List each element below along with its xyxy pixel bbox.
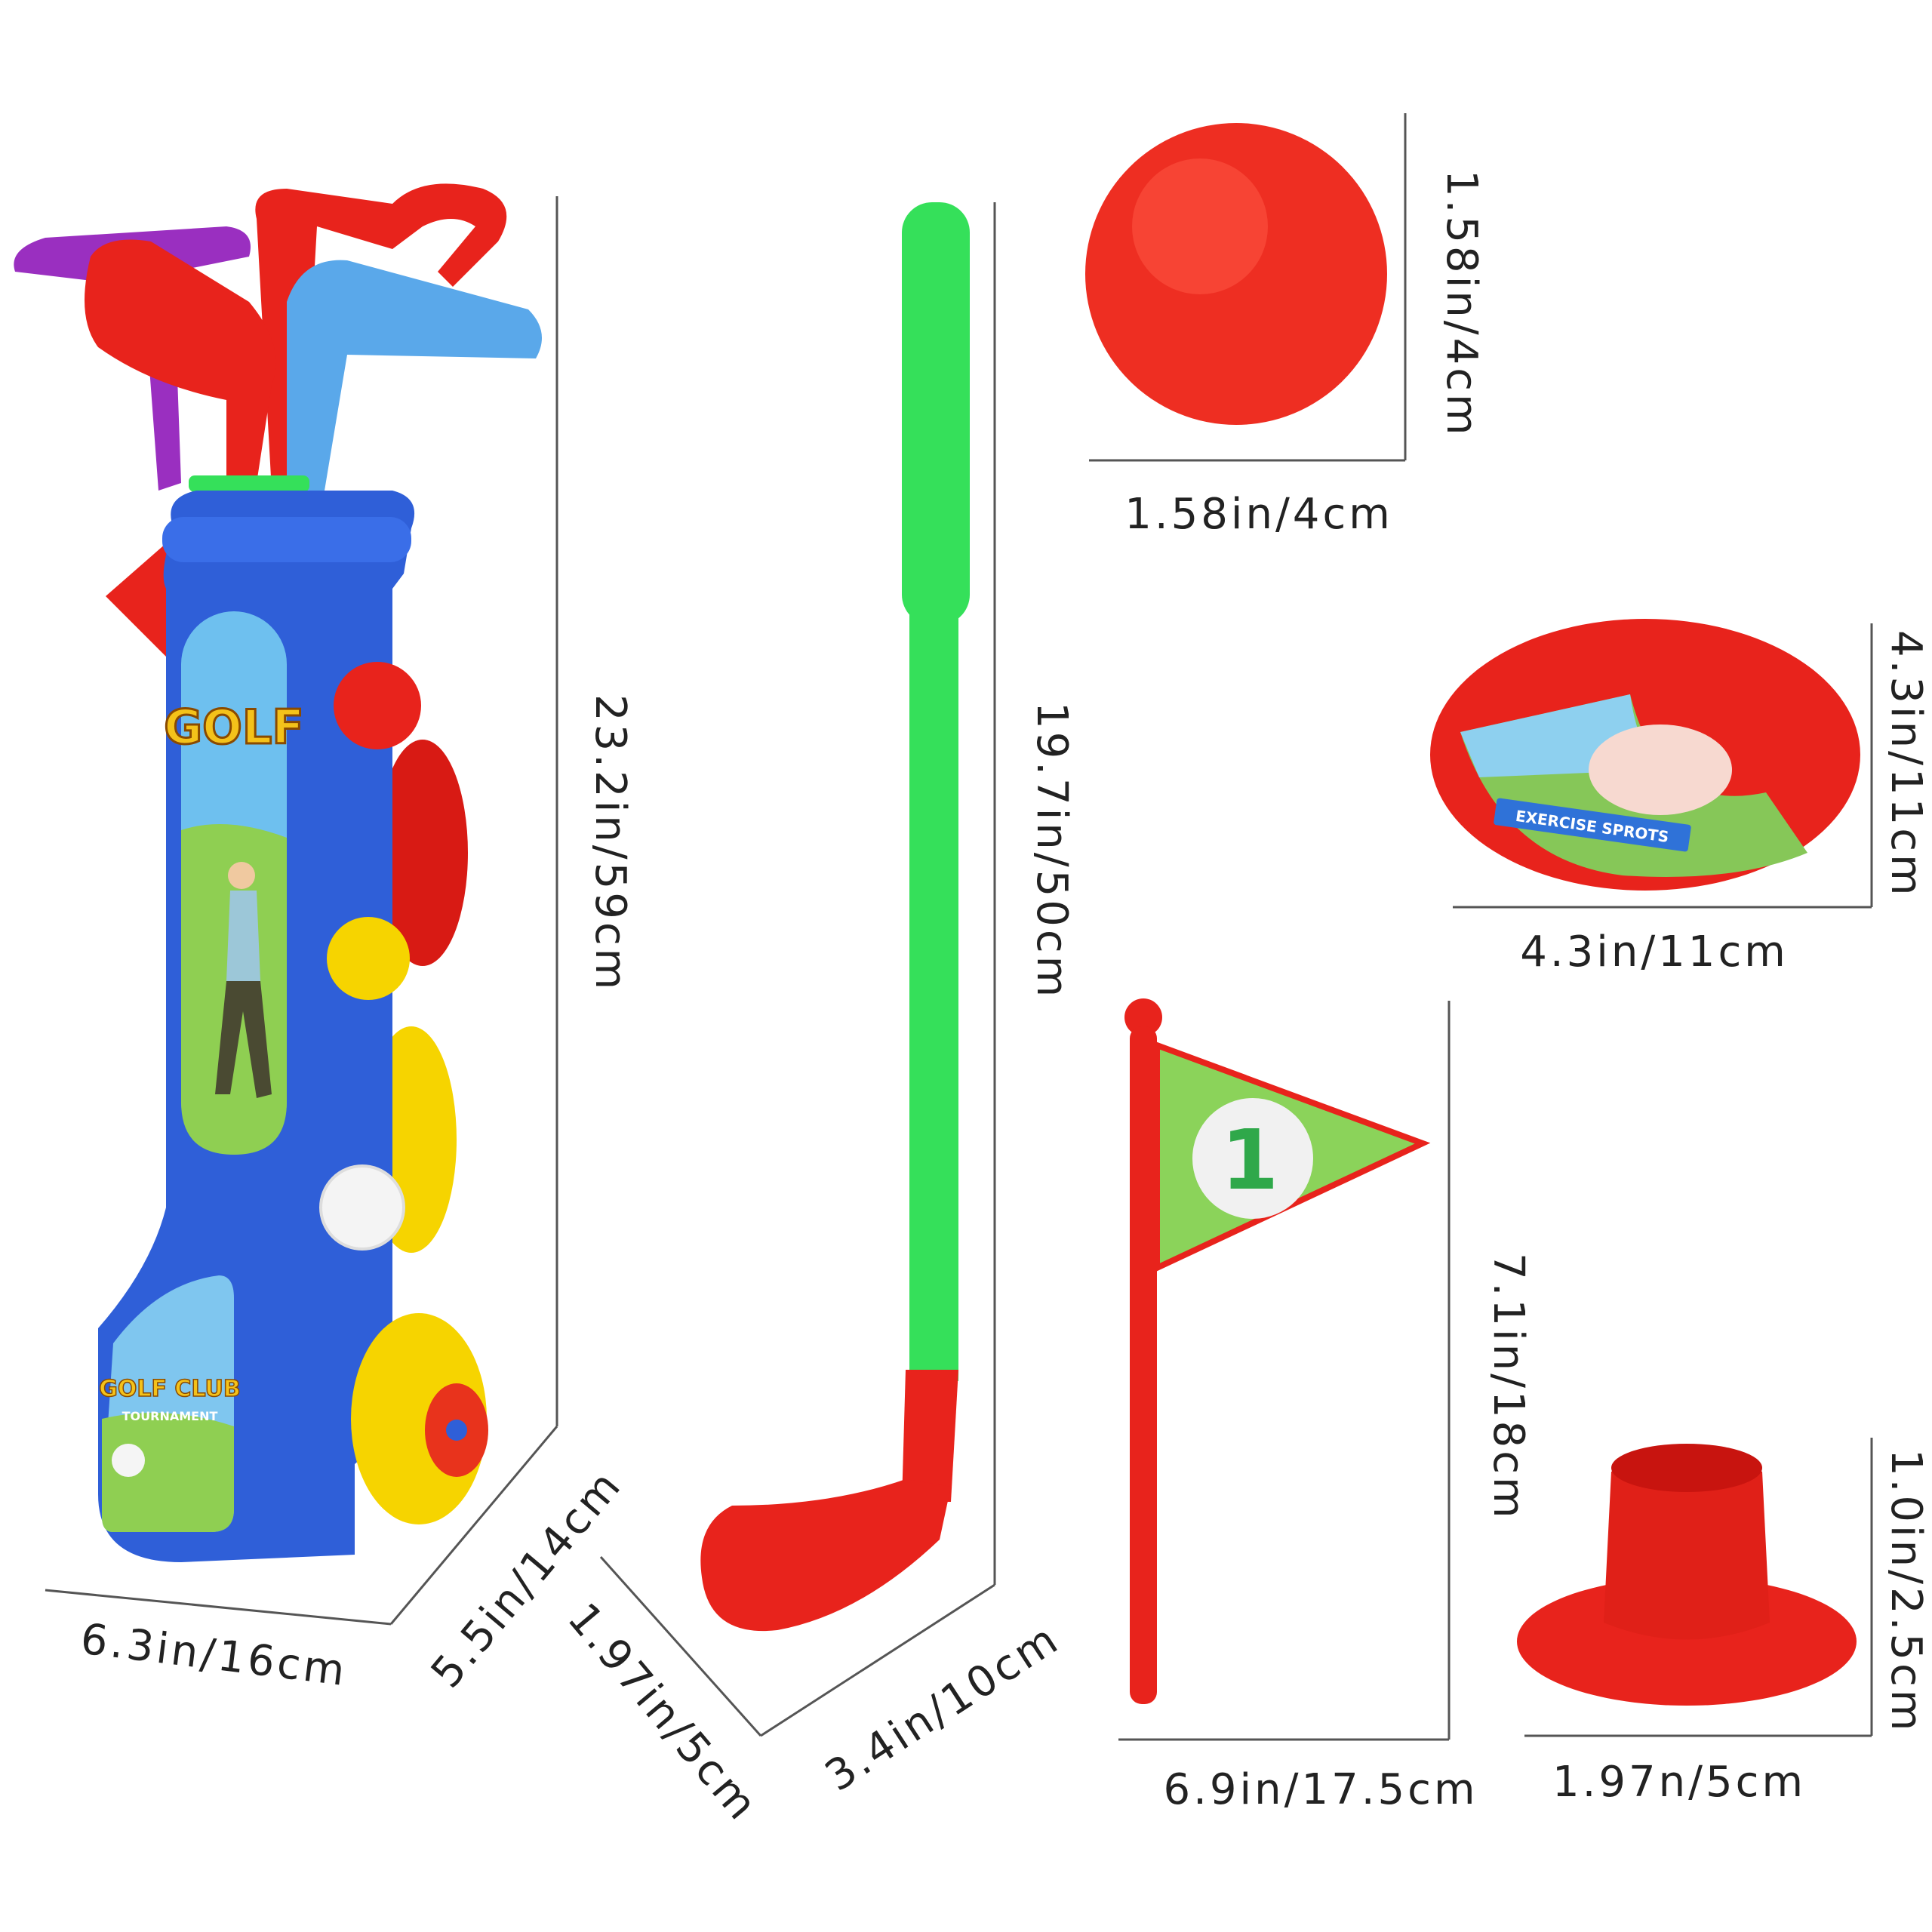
flag-pole (1130, 1026, 1157, 1704)
golfer-legs-icon (215, 981, 272, 1098)
bag-rim (162, 517, 411, 562)
red-ball-on-bag-icon (334, 662, 421, 749)
flag-width-label: 6.9in/17.5cm (1163, 1765, 1478, 1814)
club-head-depth-line (599, 1555, 762, 1737)
golf-tee-illustration (1517, 1444, 1857, 1706)
club-collar-icon (189, 475, 309, 492)
bag-panel-subtext: TOURNAMENT (122, 1409, 218, 1423)
bag-panel-text: GOLF CLUB (99, 1376, 240, 1402)
bag-width-label: 6.3in/16cm (78, 1614, 350, 1696)
golf-hole-illustration: EXERCISE SPROTS (1430, 619, 1860, 891)
tee-stem (1604, 1454, 1770, 1640)
ball-width-label: 1.58in/4cm (1124, 490, 1393, 539)
club-shaft (909, 604, 958, 1381)
bag-height-label: 23.2in/59cm (586, 694, 635, 992)
red-side-pocket (106, 543, 174, 664)
hole-banner (1494, 798, 1691, 852)
club-head-width-label: 3.4in/10cm (817, 1614, 1069, 1801)
club-head (700, 1479, 951, 1632)
golfer-body-icon (226, 891, 260, 981)
flag-height-label: 7.1in/18cm (1484, 1253, 1533, 1521)
club-head-width-line (760, 1583, 995, 1737)
golf-bag-illustration: GOLF GOLF CLUB TOURNAMENT (14, 183, 542, 1562)
bag-depth-line (389, 1426, 558, 1625)
tee-height-label: 1.0in/2.5cm (1881, 1449, 1930, 1734)
flag-number: 1 (1221, 1112, 1279, 1208)
white-ball-on-bag-icon (319, 1164, 405, 1251)
hole-width-label: 4.3in/11cm (1520, 928, 1789, 977)
red-iron-club-icon (85, 239, 276, 487)
flag-pole-top (1124, 998, 1162, 1036)
tee-top (1611, 1444, 1762, 1492)
club-hosel (902, 1370, 958, 1502)
club-grip (902, 202, 970, 625)
club-head-depth-label: 1.97in/5cm (558, 1594, 768, 1831)
yellow-ball-on-bag-icon (327, 917, 410, 1000)
tee-width-label: 1.97n/5cm (1552, 1758, 1806, 1807)
blue-iron-club-icon (287, 260, 542, 491)
hole-height-label: 4.3in/11cm (1881, 630, 1930, 899)
bag-lower-panel-grass (102, 1413, 234, 1532)
hole-opening (1589, 724, 1732, 815)
flag-ball-icon (1192, 1098, 1313, 1219)
golf-ball-highlight (1132, 158, 1268, 294)
golf-flag-illustration: 1 (1124, 998, 1431, 1704)
red-disc (377, 740, 468, 966)
bag-width-line (45, 1589, 392, 1626)
ball-height-label: 1.58in/4cm (1437, 170, 1486, 438)
tee-base (1517, 1577, 1857, 1706)
bag-brand-text: GOLF (164, 700, 303, 755)
golfer-head-icon (228, 862, 255, 889)
bag-wheel-center (446, 1420, 467, 1441)
panel-ball-icon (112, 1444, 145, 1477)
golf-club-illustration (700, 202, 970, 1632)
club-length-label: 19.7in/50cm (1027, 702, 1076, 1000)
